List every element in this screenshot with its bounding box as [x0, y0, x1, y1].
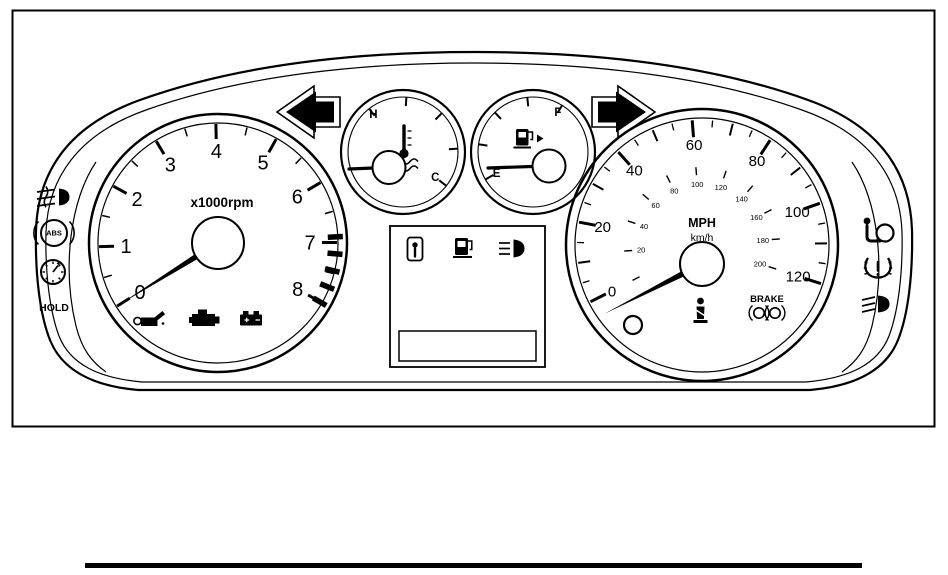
- mph-number: 100: [785, 204, 810, 221]
- hold-label: HOLD: [39, 302, 69, 314]
- speedo-bezel: [564, 107, 840, 383]
- fuel-full-label: F: [554, 107, 561, 119]
- temp-hub: [371, 150, 407, 185]
- speedometer: 0 20 40 60 80 100 120 20 40 60 80 100 12…: [564, 107, 840, 383]
- brake-label: BRAKE: [750, 294, 784, 305]
- tach-number: 5: [257, 153, 268, 175]
- tach-number: 4: [211, 141, 222, 163]
- temp-high-label: H: [369, 109, 377, 121]
- tach-number: 8: [292, 279, 303, 301]
- speedo-face: [574, 117, 830, 373]
- kmh-number: 60: [651, 201, 659, 210]
- parking-brake-icon: [748, 304, 786, 322]
- message-panel: [389, 225, 546, 368]
- left-indicator-panel: ABS HOLD: [33, 186, 75, 314]
- tachometer-face: [97, 122, 339, 364]
- kmh-number: 100: [691, 180, 704, 189]
- odometer-window: [398, 330, 537, 362]
- right-panel-divider: [841, 161, 880, 373]
- kmh-number: 180: [757, 236, 770, 245]
- check-engine-icon: [189, 309, 220, 326]
- airbag-icon: [863, 217, 895, 243]
- oil-pressure-icon: [133, 311, 166, 326]
- tpms-icon: [863, 257, 893, 279]
- fuel-ticks: [478, 97, 563, 181]
- cluster-outer-contour: [34, 50, 914, 392]
- mph-number: 40: [626, 162, 643, 179]
- right-turn-signal: [591, 84, 657, 140]
- tach-number: 0: [134, 282, 145, 304]
- fuel-pump-icon: [513, 129, 544, 149]
- low-fuel-icon: [453, 238, 473, 258]
- tach-number: 6: [292, 186, 303, 208]
- mph-number: 60: [686, 137, 703, 154]
- right-turn-arrow-outline: [591, 84, 657, 140]
- speedo-secondary-unit: km/h: [691, 232, 714, 244]
- tach-unit-label: x1000rpm: [190, 195, 253, 210]
- mph-number: 20: [594, 219, 611, 236]
- fuel-bezel: [469, 88, 597, 216]
- temperature-gauge: H C: [339, 88, 467, 216]
- left-turn-signal: [275, 84, 341, 140]
- fuel-gauge: E F: [469, 88, 597, 216]
- fuel-filler-side-arrow-icon: [537, 134, 544, 143]
- mph-number: 0: [608, 283, 616, 300]
- message-panel-frame: [389, 225, 546, 368]
- left-panel-divider: [68, 161, 107, 373]
- temp-ticks: [368, 97, 458, 187]
- clock-icon: [40, 259, 66, 285]
- page-footer-rule: [85, 563, 862, 568]
- speedo-primary-unit: MPH: [688, 216, 716, 230]
- kmh-number: 40: [640, 222, 648, 231]
- tach-number: 2: [132, 189, 143, 211]
- left-turn-arrow-icon: [286, 91, 334, 133]
- lights-on-icon: [499, 239, 525, 258]
- kmh-number: 200: [754, 260, 767, 269]
- door-ajar-icon: [406, 236, 424, 262]
- fuel-hub: [531, 148, 567, 184]
- tachometer-minor-ticks: [99, 123, 337, 307]
- seat-belt-icon: [693, 297, 708, 323]
- trip-knob: [622, 314, 644, 336]
- tach-number: 7: [304, 233, 315, 255]
- kmh-number: 160: [750, 213, 763, 222]
- temp-low-label: C: [431, 172, 439, 184]
- speedo-minor-ticks: [576, 120, 828, 303]
- low-beam-icon: [861, 295, 890, 313]
- abs-label: ABS: [46, 229, 62, 238]
- kmh-number: 80: [670, 186, 678, 195]
- tachometer: 0 1 2 3 4 5 6 7 8 x1000rpm: [87, 112, 349, 374]
- temp-bezel: [339, 88, 467, 216]
- front-fog-lamp-icon: [36, 186, 70, 208]
- mph-number: 120: [786, 269, 811, 286]
- temp-face: [347, 96, 459, 208]
- right-turn-arrow-icon: [598, 91, 646, 133]
- kmh-number: 20: [637, 246, 645, 255]
- left-turn-arrow-outline: [275, 84, 341, 140]
- tach-number: 1: [120, 236, 131, 258]
- abs-icon: ABS: [33, 219, 75, 247]
- battery-charge-icon: [240, 311, 262, 326]
- kmh-number: 120: [715, 183, 728, 192]
- cluster-inner-contour: [45, 62, 903, 383]
- tachometer-redline-marks: [311, 233, 343, 308]
- tachometer-bezel: [87, 112, 349, 374]
- tachometer-hub: [191, 216, 245, 270]
- right-indicator-panel: [861, 217, 895, 313]
- fuel-face: [477, 96, 589, 208]
- figure-frame: [11, 9, 936, 428]
- fuel-empty-label: E: [493, 168, 501, 180]
- speedo-kmh-ticks: [624, 167, 780, 282]
- mph-number: 80: [749, 153, 766, 170]
- tach-number: 3: [165, 154, 176, 176]
- speedometer-needle: [603, 260, 704, 314]
- kmh-number: 140: [735, 194, 748, 203]
- speedometer-hub: [679, 241, 725, 287]
